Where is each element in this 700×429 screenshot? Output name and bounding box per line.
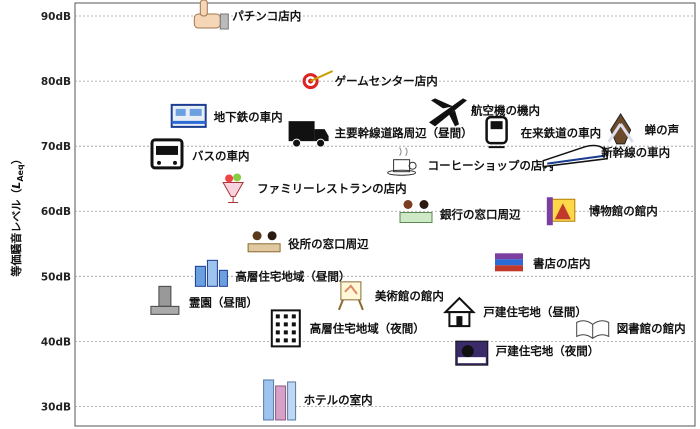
point-label: 戸建住宅地（夜間） [496, 344, 600, 358]
point-label: ゲームセンター店内 [335, 74, 438, 88]
bank-counter-icon [399, 200, 433, 223]
grave-icon [150, 285, 180, 315]
parfait-icon [222, 173, 244, 203]
point-label: バスの車内 [192, 149, 250, 163]
point-label: 戸建住宅地（昼間） [483, 305, 587, 319]
shinkansen-icon [542, 144, 608, 168]
y-tick-label: 40dB [41, 336, 71, 348]
books-icon [495, 253, 523, 272]
point-label: 図書館の館内 [617, 321, 686, 335]
point-label: 主要幹線道路周辺（昼間） [335, 126, 473, 140]
truck-icon [288, 121, 329, 148]
y-tick-label: 80dB [41, 76, 71, 88]
museum-exhibit-icon [546, 197, 576, 226]
point-label: 銀行の窓口周辺 [440, 208, 521, 222]
highrise-day-icon [194, 259, 228, 287]
y-tick-label: 90dB [41, 11, 71, 23]
point-label: 博物館の館内 [589, 204, 658, 218]
point-label: ファミリーレストランの店内 [257, 181, 407, 195]
apartment-building-icon [270, 309, 301, 348]
point-label: 書店の店内 [533, 256, 591, 270]
house-icon [442, 296, 476, 328]
point-label: 美術館の館内 [375, 289, 444, 303]
point-label: パチンコ店内 [232, 9, 301, 23]
y-axis-label: 等価騒音レベル（LAeq） [9, 153, 25, 277]
point-label: 高層住宅地域（昼間） [235, 269, 350, 283]
sleeping-person-icon [455, 340, 489, 366]
y-tick-label: 50dB [41, 271, 71, 283]
open-book-icon [576, 320, 610, 340]
y-tick-label: 70dB [41, 141, 71, 153]
local-train-icon [485, 115, 508, 149]
hand-thumbs-up-icon [193, 0, 229, 30]
dartboard-icon [302, 70, 334, 90]
point-label: ホテルの室内 [304, 393, 373, 407]
y-tick-labels: 30dB 40dB 50dB 60dB 70dB 80dB 90dB [41, 11, 71, 413]
point-label: 航空機の機内 [471, 103, 540, 117]
cicada-icon [607, 112, 634, 145]
point-label: コーヒーショップの店内 [428, 159, 554, 173]
point-label: 新幹線の車内 [601, 146, 670, 160]
hotel-tower-icon [263, 379, 297, 421]
point-label: 地下鉄の車内 [214, 110, 283, 124]
y-tick-label: 60dB [41, 206, 71, 218]
bus-icon [150, 138, 184, 170]
point-label: 蝉の声 [645, 123, 680, 137]
point-label: 役所の窓口周辺 [288, 237, 369, 251]
point-label: 在来鉄道の車内 [521, 126, 602, 140]
office-counter-icon [247, 231, 281, 253]
point-label: 高層住宅地域（夜間） [310, 321, 425, 335]
subway-train-icon [170, 103, 207, 128]
plot-frame [74, 2, 696, 427]
coffee-cup-icon [387, 147, 417, 176]
airplane-icon [429, 98, 467, 127]
easel-icon [337, 281, 364, 311]
point-label: 霊園（昼間） [189, 295, 258, 309]
y-tick-label: 30dB [41, 401, 71, 413]
